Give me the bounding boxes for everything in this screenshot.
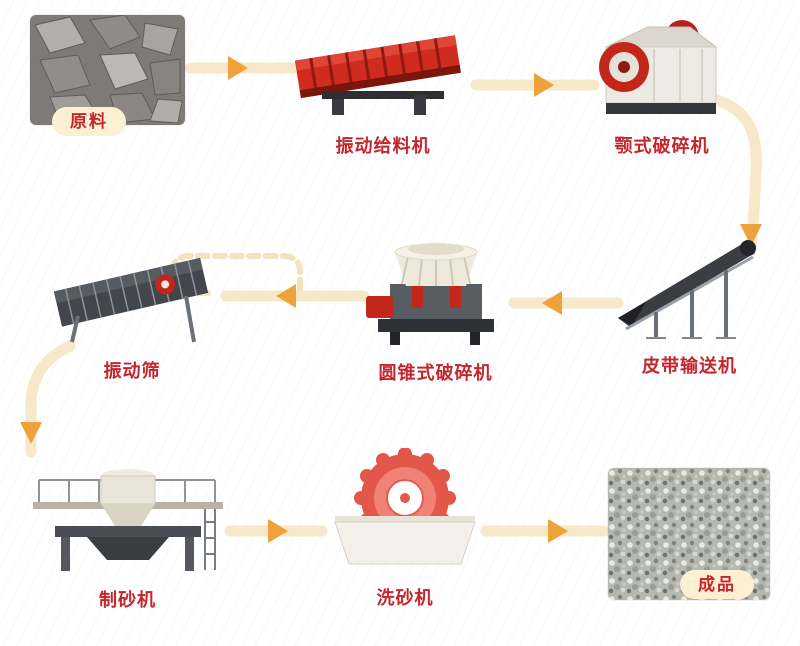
arrow-heads <box>20 56 762 543</box>
finished-product-label: 成品 <box>680 570 754 599</box>
node-sand-washer: 洗砂机 <box>325 448 485 610</box>
vibrating-feeder-illustration <box>294 35 461 115</box>
sand-washer-illustration <box>334 448 476 565</box>
sand-maker-illustration <box>33 469 223 571</box>
belt-conveyor-illustration <box>618 240 756 339</box>
sand-washer-label: 洗砂机 <box>376 588 434 608</box>
rocks-image <box>30 15 185 125</box>
node-vibrating-screen: 振动筛 <box>48 242 216 383</box>
arrow-screen-to-sandmaker <box>25 340 76 458</box>
jaw-crusher-label: 颚式破碎机 <box>614 136 710 156</box>
cone-crusher-label: 圆锥式破碎机 <box>378 363 493 383</box>
sand-maker-label: 制砂机 <box>99 590 156 610</box>
vibrating-feeder-label: 振动给料机 <box>335 136 431 156</box>
raw-material-label: 原料 <box>52 107 126 136</box>
belt-conveyor-label: 皮带输送机 <box>642 356 737 376</box>
node-raw-material: 原料 <box>30 15 185 136</box>
jaw-crusher-illustration <box>599 20 718 114</box>
node-finished-product: 成品 <box>608 468 770 600</box>
node-cone-crusher: 圆锥式破碎机 <box>358 222 513 385</box>
node-vibrating-feeder: 振动给料机 <box>288 25 478 158</box>
node-sand-maker: 制砂机 <box>25 452 230 612</box>
vibrating-screen-label: 振动筛 <box>103 361 161 381</box>
raw-material-photo <box>30 15 185 125</box>
node-belt-conveyor: 皮带输送机 <box>612 228 767 378</box>
node-jaw-crusher: 颚式破碎机 <box>592 15 732 158</box>
cone-crusher-illustration <box>366 243 494 345</box>
vibrating-screen-illustration <box>53 257 209 343</box>
